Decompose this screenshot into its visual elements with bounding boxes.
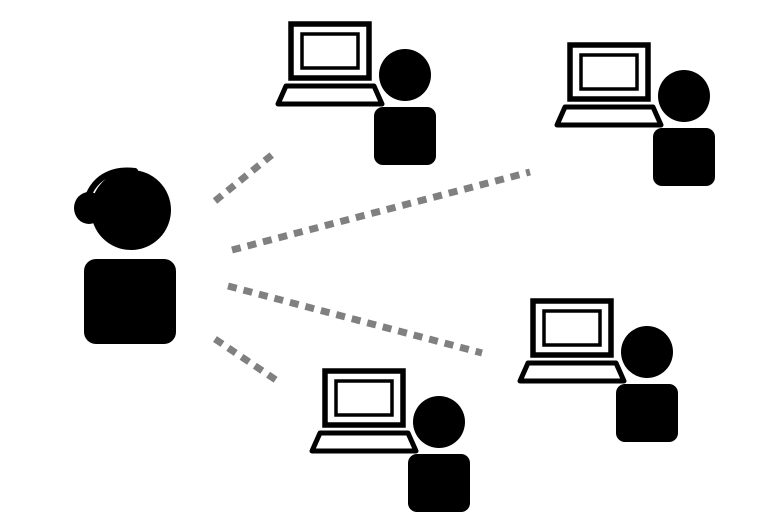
connections [212, 151, 531, 383]
connection-line [231, 168, 531, 254]
connection-line [227, 282, 483, 357]
laptop-user-icon [520, 301, 678, 442]
laptop-user-icon [557, 45, 715, 186]
laptop-user-icon [278, 24, 436, 165]
laptop-user-icon [312, 371, 470, 512]
connection-line [213, 336, 278, 383]
connection-line [212, 151, 276, 204]
headset-person-icon [74, 167, 176, 344]
